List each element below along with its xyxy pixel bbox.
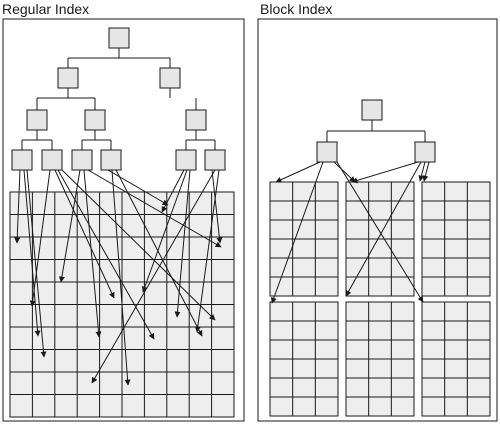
regular-index-title: Regular Index — [2, 1, 90, 17]
block-grid-bottom-left — [269, 301, 339, 417]
regular-pointer-arrow — [14, 169, 21, 244]
regular-leaf-node — [71, 149, 93, 171]
regular-pointer-arrow — [26, 169, 47, 358]
block-pointer-arrow — [351, 161, 419, 184]
regular-inner-node — [185, 109, 207, 131]
regular-pointer-arrow — [87, 169, 222, 248]
regular-leaf-node — [41, 149, 63, 171]
block-pointer-arrow — [345, 161, 422, 297]
regular-inner-node — [57, 67, 79, 89]
block-root-node — [361, 99, 383, 121]
regular-pointer-arrow — [58, 169, 81, 283]
regular-pointer-arrow — [111, 169, 131, 386]
regular-pointer-arrow — [91, 169, 216, 384]
regular-leaf-node — [204, 149, 226, 171]
regular-inner-node — [84, 109, 106, 131]
regular-leaf-node — [11, 149, 33, 171]
regular-pointer-arrow — [161, 169, 185, 213]
block-pointer-arrow — [275, 161, 321, 183]
regular-pointer-arrow — [54, 169, 115, 299]
regular-pointer-arrow — [23, 169, 41, 337]
block-pointer-arrow — [336, 161, 424, 303]
block-grid-top-left — [269, 181, 339, 297]
regular-inner-node — [26, 109, 48, 131]
regular-leaf-node — [100, 149, 122, 171]
block-grid-top-middle — [345, 181, 415, 297]
regular-pointer-arrow — [194, 169, 220, 333]
block-pointer-arrow — [422, 161, 430, 182]
regular-pointer-arrow — [29, 169, 51, 307]
regular-inner-node — [159, 67, 181, 89]
block-grid-top-right — [421, 181, 491, 297]
regular-pointer-arrow — [107, 169, 169, 206]
block-pointer-arrow — [418, 161, 426, 182]
regular-pointer-arrow — [57, 169, 155, 340]
block-index-title: Block Index — [260, 1, 333, 17]
regular-pointer-arrow — [174, 169, 191, 318]
block-leaf-node — [316, 141, 338, 163]
regular-pointer-arrow — [115, 169, 203, 337]
block-grid-bottom-right — [421, 301, 491, 417]
regular-pointer-arrow — [211, 169, 223, 244]
block-leaf-node — [414, 141, 436, 163]
block-grid-bottom-middle — [345, 301, 415, 417]
regular-pointer-arrow — [61, 169, 216, 321]
regular-root-node — [108, 27, 130, 49]
regular-pointer-arrow — [83, 169, 102, 338]
regular-leaf-node — [175, 149, 197, 171]
block-pointer-arrow — [271, 161, 324, 304]
regular-pointer-arrow — [142, 169, 188, 293]
